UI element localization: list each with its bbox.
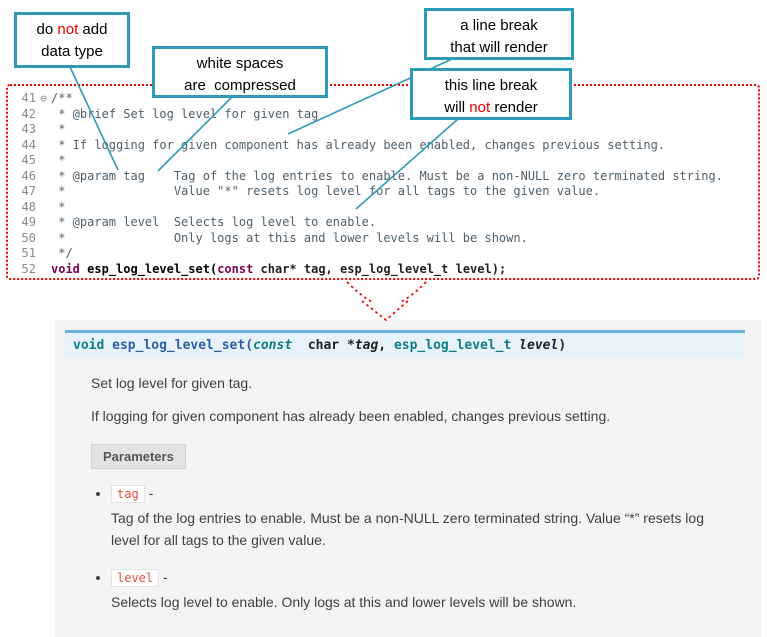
code-line: 42 * @brief Set log level for given tag (8, 107, 758, 123)
flow-arrow-down-icon (346, 281, 427, 322)
code-line-function-declaration: 52 void esp_log_level_set(const char* tag… (8, 262, 758, 278)
code-text: * Value "*" resets log level for all tag… (51, 184, 601, 198)
callout-line-break-renders: a line break that will render (424, 8, 574, 60)
line-number: 49 (21, 215, 36, 229)
line-number: 48 (21, 199, 36, 214)
callout-text: data type (41, 42, 103, 60)
fold-collapse-icon[interactable]: ⊖ (40, 92, 47, 105)
callout-whitespace-compressed: white spaces are compressed (152, 46, 328, 98)
function-name: esp_log_level_set( (79, 261, 218, 276)
sig-param-tag: tag (354, 338, 379, 353)
param-name-code: tag (111, 485, 145, 503)
param-description: Selects log level to enable. Only logs a… (111, 594, 577, 611)
callout-text: do not add (36, 21, 108, 38)
brief-description: Set log level for given tag. (91, 375, 253, 391)
code-text: * (51, 122, 66, 136)
parameter-item-tag: tag - Tag of the log entries to enable. … (111, 485, 745, 551)
code-line: 47 * Value "*" resets log level for all … (8, 184, 758, 200)
line-number: 52 (21, 261, 36, 276)
code-text: * (51, 199, 66, 214)
code-line: 50 * Only logs at this and lower levels … (8, 231, 758, 247)
detailed-description: If logging for given component has alrea… (91, 408, 611, 424)
param-separator: - (144, 485, 154, 501)
sig-const-keyword: const (253, 338, 293, 353)
line-number: 46 (21, 168, 36, 183)
code-line: 44 * If logging for given component has … (8, 138, 758, 154)
line-number: 45 (21, 153, 36, 167)
callout-text: white spaces (196, 55, 284, 72)
rendered-doc-panel: void esp_log_level_set(const char *tag, … (55, 320, 761, 637)
code-text: * @brief Set log level for given tag (51, 106, 319, 121)
keyword-void: void (51, 261, 80, 276)
code-line: 45 * (8, 153, 758, 169)
line-number: 47 (21, 184, 36, 198)
code-text: */ (51, 246, 73, 260)
emphasis-not: not (57, 21, 79, 38)
code-line: 48 * (8, 200, 758, 216)
emphasis-not: not (469, 98, 491, 116)
code-text: * @param tag Tag of the log entries to e… (51, 168, 723, 183)
callout-text: are compressed (184, 76, 296, 94)
function-args: char* tag, esp_log_level_t level); (253, 261, 507, 276)
code-line: 49 * @param level Selects log level to e… (8, 215, 758, 231)
callout-line-break-not-render: this line break will not render (410, 68, 572, 120)
callout-text: a line break (460, 17, 538, 34)
function-signature: void esp_log_level_set(const char *tag, … (65, 330, 745, 358)
sig-type-esp-log-level-t: esp_log_level_t (393, 338, 512, 353)
parameters-list: tag - Tag of the log entries to enable. … (111, 485, 745, 614)
callout-text: this line break (444, 77, 538, 94)
callout-text: that will render (450, 38, 548, 56)
line-number: 42 (21, 106, 36, 121)
code-line: 43 * (8, 122, 758, 138)
code-line: 41 ⊖ /** (8, 91, 758, 107)
callout-text: will not render (444, 98, 538, 116)
param-separator: - (159, 569, 168, 586)
line-number: 44 (21, 137, 36, 152)
callout-no-data-type: do not add data type (14, 12, 130, 68)
parameters-heading: Parameters (91, 444, 186, 469)
sig-function-name: esp_log_level_set (112, 338, 246, 353)
line-number: 41 (21, 91, 36, 105)
sig-return-type: void (73, 338, 105, 353)
code-text: * If logging for given component has alr… (51, 137, 666, 152)
code-line: 46 * @param tag Tag of the log entries t… (8, 169, 758, 185)
keyword-const: const (217, 261, 254, 276)
param-name-code: level (111, 569, 160, 588)
line-number: 50 (21, 230, 36, 245)
source-code-block: 41 ⊖ /** 42 * @brief Set log level for giv… (6, 84, 760, 280)
code-text: * Only logs at this and lower levels wil… (51, 230, 528, 245)
code-line: 51 */ (8, 246, 758, 262)
line-number: 43 (21, 122, 36, 136)
code-text: void esp_log_level_set(const char* tag, … (51, 262, 758, 278)
code-text: * @param level Selects log level to enab… (51, 215, 377, 229)
param-description: Tag of the log entries to enable. Must b… (111, 510, 704, 548)
parameter-item-level: level - Selects log level to enable. Onl… (111, 569, 745, 614)
code-text: /** (51, 91, 73, 105)
sig-param-level: level (519, 338, 559, 353)
line-number: 51 (21, 246, 36, 260)
code-text: * (51, 153, 66, 167)
